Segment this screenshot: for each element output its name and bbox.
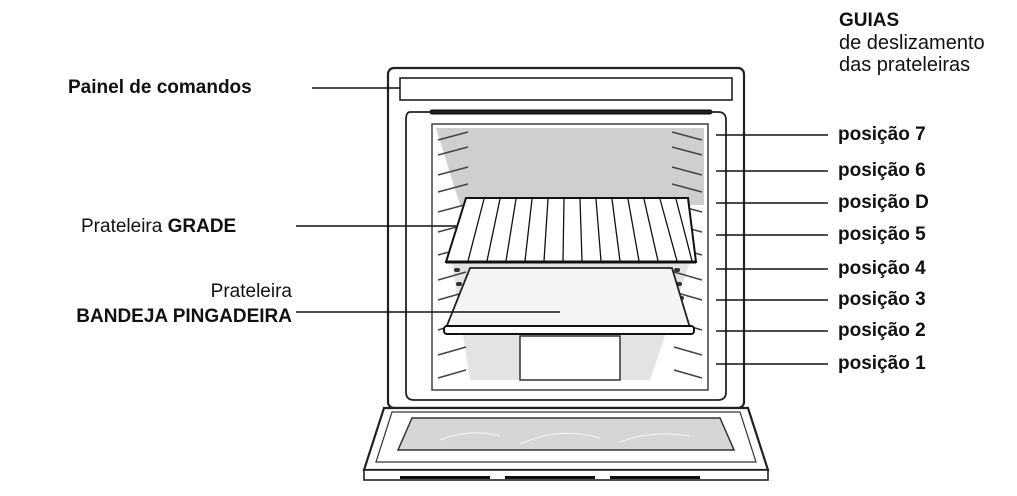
leader-lines-right (716, 134, 828, 365)
label-position-4: posição 4 (838, 258, 926, 279)
label-drip-tray-prefix: Prateleira (210, 281, 292, 302)
guides-line1: de deslizamento (839, 32, 985, 54)
label-position-2: posição 2 (838, 320, 926, 341)
label-control-panel: Painel de comandos (68, 77, 252, 98)
guides-header: GUIAS de deslizamento das prateleiras (839, 10, 985, 76)
back-wall-shade (436, 128, 704, 205)
oven-floor-element (519, 335, 621, 381)
label-wire-shelf-name: GRADE (167, 216, 237, 237)
guides-line2: das prateleiras (839, 54, 971, 76)
label-wire-shelf-prefix: Prateleira (81, 216, 168, 237)
label-position-5: posição 5 (838, 224, 926, 245)
door-glass (396, 417, 736, 451)
control-panel (399, 77, 733, 101)
leader-lines-left (296, 87, 560, 313)
label-position-6: posição 6 (838, 160, 926, 181)
label-position-d: posição D (838, 192, 929, 213)
drip-tray (443, 267, 695, 335)
label-wire-shelf: Prateleira GRADE (81, 216, 236, 238)
label-drip-tray-name: BANDEJA PINGADEIRA (76, 306, 292, 327)
guides-title: GUIAS (839, 10, 900, 31)
oven-door (362, 406, 770, 481)
label-drip-tray: Prateleira BANDEJA PINGADEIRA (0, 281, 292, 328)
label-position-7: posição 7 (838, 124, 926, 145)
oven-cavity (405, 111, 727, 401)
label-position-1: posição 1 (838, 353, 926, 374)
wire-shelf (444, 197, 698, 264)
label-position-3: posição 3 (838, 289, 926, 310)
